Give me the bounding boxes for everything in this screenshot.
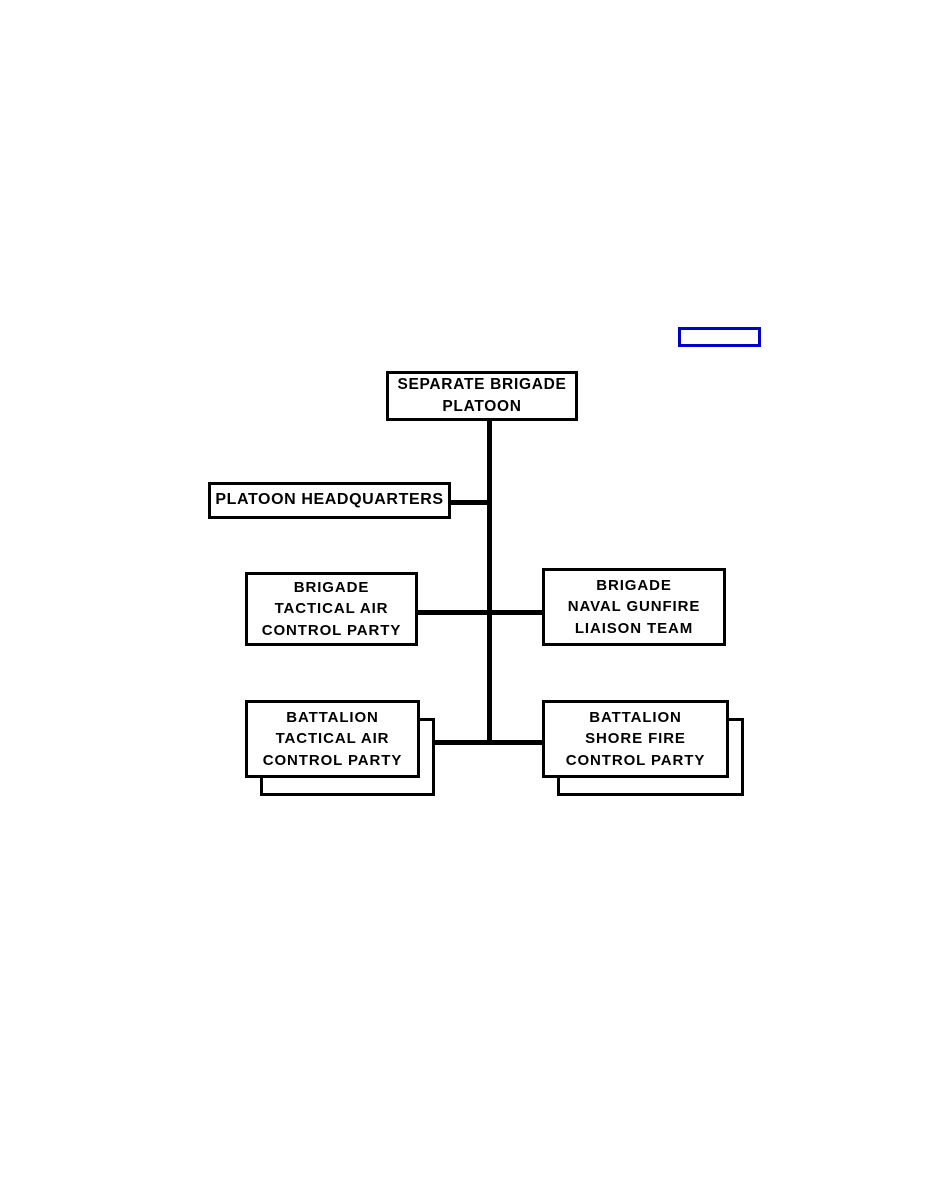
box-line-1: BATTALION: [589, 709, 682, 727]
box-brigade-naval-gunfire-liaison-team[interactable]: BRIGADE NAVAL GUNFIRE LIAISON TEAM: [542, 568, 726, 646]
box-line-2: NAVAL GUNFIRE: [567, 598, 701, 616]
blue-highlight-rectangle[interactable]: [678, 327, 761, 347]
box-line-1: BRIGADE: [596, 577, 672, 595]
box-line-2: TACTICAL AIR: [275, 730, 390, 748]
box-platoon-headquarters[interactable]: PLATOON HEADQUARTERS: [208, 482, 451, 519]
connector-headquarters-stub: [447, 500, 490, 505]
box-line-3: CONTROL PARTY: [565, 751, 706, 769]
box-line-1: SEPARATE BRIGADE: [397, 376, 567, 393]
box-battalion-shore-fire-control-party[interactable]: BATTALION SHORE FIRE CONTROL PARTY: [542, 700, 744, 796]
stack-front-box[interactable]: BATTALION TACTICAL AIR CONTROL PARTY: [245, 700, 420, 778]
box-line-1: BATTALION: [286, 709, 379, 727]
box-line-3: LIAISON TEAM: [574, 619, 694, 637]
box-line-1: PLATOON HEADQUARTERS: [215, 491, 444, 509]
box-line-3: CONTROL PARTY: [261, 621, 402, 639]
box-battalion-tactical-air-control-party[interactable]: BATTALION TACTICAL AIR CONTROL PARTY: [245, 700, 435, 796]
box-separate-brigade-platoon[interactable]: SEPARATE BRIGADE PLATOON: [386, 371, 578, 421]
connector-battalion-row-horizontal: [428, 740, 545, 745]
connector-trunk-vertical: [487, 418, 492, 745]
box-brigade-tactical-air-control-party[interactable]: BRIGADE TACTICAL AIR CONTROL PARTY: [245, 572, 418, 646]
box-line-1: BRIGADE: [293, 579, 370, 597]
box-line-2: SHORE FIRE: [585, 730, 686, 748]
connector-brigade-row-horizontal: [415, 610, 545, 615]
stack-front-box[interactable]: BATTALION SHORE FIRE CONTROL PARTY: [542, 700, 729, 778]
box-line-3: CONTROL PARTY: [262, 751, 403, 769]
box-line-2: PLATOON: [442, 398, 522, 415]
box-line-2: TACTICAL AIR: [274, 600, 389, 618]
